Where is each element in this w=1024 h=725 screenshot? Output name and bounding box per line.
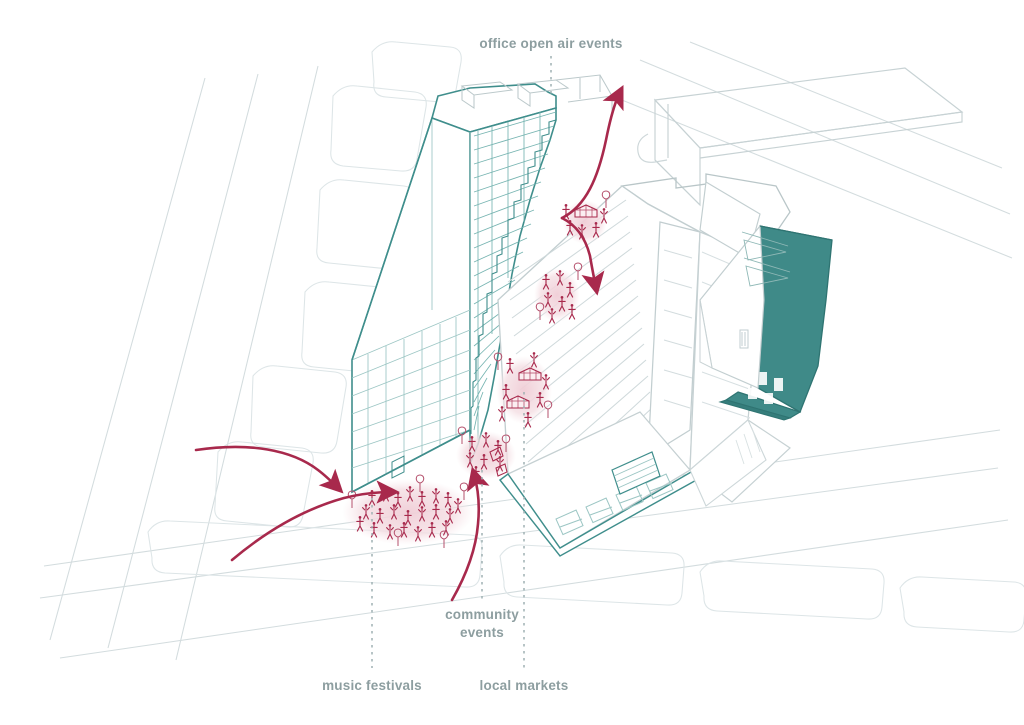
label-office-open-air-events: office open air events bbox=[479, 36, 623, 51]
label-community-events-line2: events bbox=[460, 625, 504, 641]
building-south-pavilion bbox=[498, 411, 767, 557]
label-community-events-line1: community bbox=[445, 607, 519, 622]
leader-lines bbox=[371, 56, 552, 668]
zone-music-festivals bbox=[342, 474, 474, 549]
label-community-events: community events bbox=[445, 606, 519, 642]
annotation-arrows bbox=[194, 85, 624, 602]
building-heritage-teal bbox=[699, 224, 833, 421]
activity-zones bbox=[342, 190, 611, 549]
label-music-festivals: music festivals bbox=[322, 678, 422, 693]
arrow-plaza-lower bbox=[230, 480, 400, 562]
arrow-office-up bbox=[560, 85, 624, 220]
building-north bbox=[637, 67, 964, 207]
label-local-markets: local markets bbox=[479, 678, 569, 693]
arrow-office-down bbox=[560, 216, 605, 296]
site-ground bbox=[39, 41, 1024, 661]
zone-local-markets bbox=[493, 351, 553, 428]
arrow-plaza-upper bbox=[194, 445, 344, 494]
building-residential-slab bbox=[351, 74, 613, 494]
zone-plaza-mid bbox=[534, 262, 583, 324]
zone-community-events bbox=[456, 426, 516, 482]
arrow-community-up bbox=[450, 466, 490, 602]
